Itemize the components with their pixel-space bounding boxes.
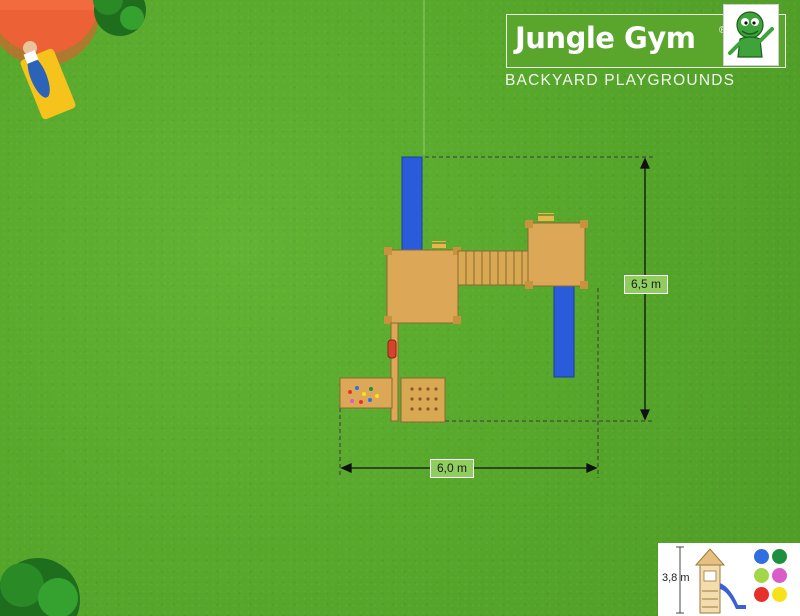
- sunbather-icon: [20, 41, 76, 120]
- height-label: 3,8 m: [662, 572, 690, 584]
- ladder-frame: [400, 377, 446, 423]
- slide-right: [553, 282, 575, 378]
- brand-name: Jungle Gym: [515, 21, 696, 55]
- footprint-outline: [339, 156, 655, 478]
- height-indicator: [676, 546, 684, 614]
- color-option-dot: [772, 587, 787, 602]
- bridge: [457, 250, 529, 286]
- bush-icon: [0, 558, 80, 616]
- tower-icon: [694, 548, 726, 614]
- bush-icon: [93, 0, 146, 36]
- color-option-dot: [772, 549, 787, 564]
- registered-mark: ®: [719, 25, 726, 36]
- color-option-dot: [754, 568, 769, 583]
- tower-left: [384, 241, 461, 324]
- mascot-icon: [723, 4, 779, 66]
- swing-beam: [387, 322, 399, 422]
- slide-left: [401, 156, 423, 252]
- color-option-dot: [754, 549, 769, 564]
- depth-dimension-label: 6,5 m: [624, 275, 669, 294]
- tower-right: [525, 213, 588, 289]
- width-dimension-label: 6,0 m: [430, 459, 475, 478]
- height-inset: 3,8 m: [658, 543, 800, 616]
- brand-tagline: BACKYARD PLAYGROUNDS: [505, 72, 736, 89]
- color-option-dot: [754, 587, 769, 602]
- climbing-wall: [339, 377, 393, 409]
- slide-icon: [720, 583, 746, 609]
- color-option-dot: [772, 568, 787, 583]
